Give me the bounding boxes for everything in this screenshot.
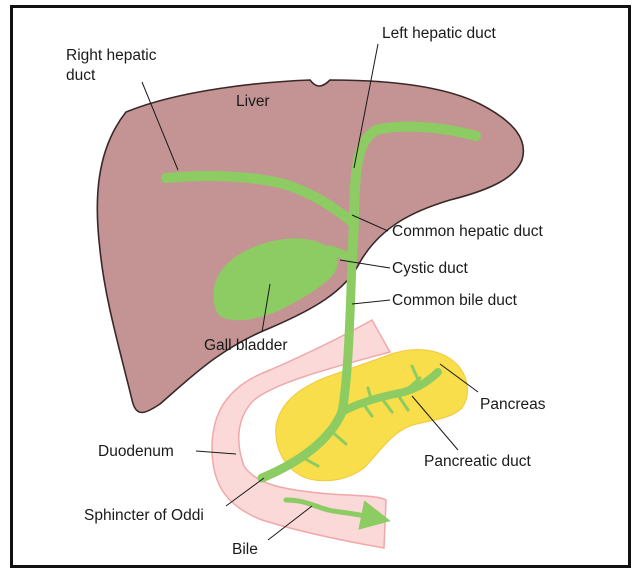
label-bile: Bile bbox=[232, 541, 258, 558]
label-liver: Liver bbox=[236, 93, 270, 110]
label-left-hepatic-duct: Left hepatic duct bbox=[382, 25, 496, 42]
label-gall-bladder: Gall bladder bbox=[204, 337, 288, 354]
label-sphincter-of-oddi: Sphincter of Oddi bbox=[84, 507, 204, 524]
label-common-bile-duct: Common bile duct bbox=[392, 292, 518, 309]
label-right-hepatic-duct-line2: duct bbox=[66, 67, 96, 84]
leader-line-common-bile bbox=[352, 300, 390, 304]
common-hepatic-duct-path bbox=[352, 222, 354, 260]
label-pancreatic-duct: Pancreatic duct bbox=[424, 453, 532, 470]
label-pancreas: Pancreas bbox=[480, 396, 546, 413]
label-duodenum: Duodenum bbox=[98, 443, 174, 460]
label-common-hepatic-duct: Common hepatic duct bbox=[392, 223, 543, 240]
label-right-hepatic-duct-line1: Right hepatic bbox=[66, 47, 157, 64]
label-cystic-duct: Cystic duct bbox=[392, 260, 468, 277]
